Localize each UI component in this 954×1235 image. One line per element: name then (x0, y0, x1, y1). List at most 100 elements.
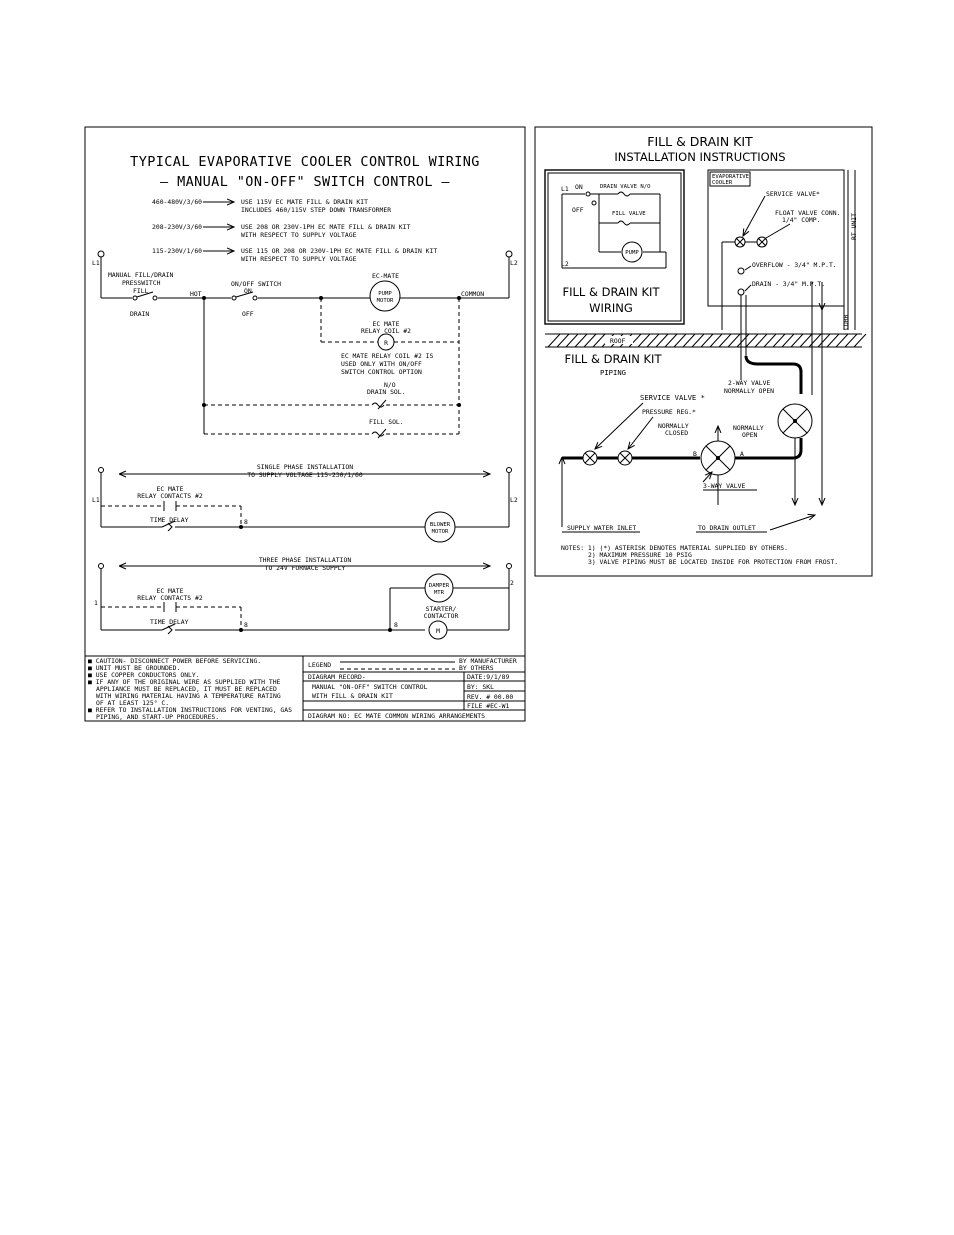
starter-label-2: CONTACTOR (424, 612, 459, 620)
diagram-record: DIAGRAM RECORD- (308, 673, 366, 681)
right-title: FILL & DRAIN KIT (647, 134, 753, 149)
presswitch-blade (136, 291, 154, 298)
title-file: FILE #EC-W1 (467, 702, 509, 710)
wiring-caption-1: FILL & DRAIN KIT (563, 285, 661, 299)
single-phase-l1-terminal (98, 467, 104, 473)
drain-sol-label-2: DRAIN SOL. (367, 388, 405, 396)
drain-leader (744, 284, 752, 292)
roof-hatching (547, 333, 867, 348)
single-phase-td-mark (167, 522, 173, 532)
blower-motor-label-1: BLOWER (430, 522, 451, 528)
drain-fitting-label: DRAIN - 3/4" M.P.T. (752, 280, 825, 288)
right-note-2: 2) MAXIMUM PRESSURE 10 PSIG (588, 551, 692, 559)
single-phase-l2: L2 (510, 496, 518, 504)
wiring-box-outer (544, 169, 685, 325)
coil-note-2: USED ONLY WITH ON/OFF (341, 360, 422, 368)
left-subtitle: — MANUAL "ON-OFF" SWITCH CONTROL — (160, 174, 450, 190)
presswitch-contact-b (152, 295, 158, 301)
voltage-notes: 460-480V/3/60 USE 115V EC MATE FILL & DR… (152, 198, 437, 263)
curb-label: CURB (842, 314, 850, 330)
two-way-valve-center (793, 419, 797, 423)
three-way-to-two-way (735, 438, 803, 460)
voltage-note-2-supply: 208-230V/3/60 (152, 223, 202, 231)
three-phase-terminal-8b: 8 (394, 621, 398, 629)
voltage-note-3-line1: USE 115 OR 208 OR 230V-1PH EC MATE FILL … (241, 247, 437, 255)
voltage-note-2-line1: USE 208 OR 230V-1PH EC MATE FILL & DRAIN… (241, 223, 410, 231)
presswitch-label-1: MANUAL FILL/DRAIN (108, 271, 174, 279)
normally-closed-1: NORMALLY (658, 422, 689, 430)
ec-mate-label: EC-MATE (372, 272, 399, 280)
voltage-note-1-supply: 460-480V/3/60 (152, 198, 202, 206)
right-subtitle: INSTALLATION INSTRUCTIONS (614, 150, 785, 164)
coil-note-3: SWITCH CONTROL OPTION (341, 368, 422, 376)
note-9: PIPING, AND START-UP PROCEDURES. (96, 713, 219, 721)
l2-label: L2 (510, 259, 518, 267)
note-3: ■ USE COPPER CONDUCTORS ONLY. (88, 671, 200, 679)
title-date: DATE:9/1/89 (467, 673, 509, 681)
three-phase-heading-2: TO 24V FURNACE SUPPLY (265, 564, 346, 572)
wiring-box-inner (547, 172, 682, 322)
note-4: ■ IF ANY OF THE ORIGINAL WIRE AS SUPPLIE… (88, 678, 281, 686)
two-way-label-1: 2-WAY VALVE (728, 379, 770, 387)
node-drain-left (202, 403, 206, 407)
cooler-service-valve: SERVICE VALVE* (766, 190, 820, 198)
wiring-caption-2: WIRING (589, 301, 633, 315)
title-diagram-no: DIAGRAM NO: EC MATE COMMON WIRING ARRANG… (308, 712, 485, 720)
note-2: ■ UNIT MUST BE GROUNDED. (88, 664, 180, 672)
cooler-box: EVAPORATIVE COOLER RT UNIT CURB SERVICE … (707, 169, 858, 330)
wiring-pump-symbol (621, 241, 643, 263)
single-phase-heading-2: TO SUPPLY VOLTAGE 115-230/1/60 (247, 471, 363, 479)
normally-closed-2: CLOSED (665, 429, 688, 437)
right-panel-border (534, 126, 873, 577)
pump-motor-symbol (369, 280, 401, 312)
piping-pressure-arrow (628, 416, 654, 449)
roof-label-bg (605, 336, 633, 344)
drain-sol-coil (371, 402, 385, 408)
right-panel: FILL & DRAIN KIT INSTALLATION INSTRUCTIO… (534, 126, 873, 577)
onoff-switch-label: ON/OFF SWITCH (231, 280, 281, 288)
three-way-leader (702, 472, 712, 483)
piping-caption-2: PIPING (600, 368, 626, 377)
normally-open-1: NORMALLY (733, 424, 764, 432)
cooler-float-valve-cross (757, 237, 767, 247)
left-panel: TYPICAL EVAPORATIVE COOLER CONTROL WIRIN… (84, 126, 526, 722)
three-phase-terminal-left (98, 563, 104, 569)
relay-coil-letter: R (384, 339, 388, 347)
left-panel-border (84, 126, 526, 722)
piping-service-valve: SERVICE VALVE * (640, 393, 705, 402)
wiring-l1: L1 (561, 185, 569, 193)
damper-motor-label-1: DAMPER (429, 583, 450, 589)
wiring-drain-valve: DRAIN VALVE N/O (600, 184, 651, 190)
two-way-label-2: NORMALLY OPEN (724, 387, 774, 395)
title-rev: REV. # 00.00 (467, 693, 513, 701)
normally-open-2: OPEN (742, 431, 758, 439)
three-phase-section: THREE PHASE INSTALLATION TO 24V FURNACE … (94, 556, 514, 640)
port-a: A (740, 450, 744, 458)
kit-piping: FILL & DRAIN KIT PIPING 2-WAY VALVE NORM… (562, 282, 822, 533)
right-note-3: 3) VALVE PIPING MUST BE LOCATED INSIDE F… (588, 558, 838, 566)
title-description-2: WITH FILL & DRAIN KIT (312, 692, 393, 700)
cooler-float-leader (765, 223, 791, 239)
port-b: B (693, 450, 697, 458)
cooler-service-arrow (743, 195, 766, 236)
single-phase-heading-1: SINGLE PHASE INSTALLATION (257, 463, 353, 471)
single-phase-relay-1: EC MATE (157, 485, 184, 493)
single-phase-l1: L1 (92, 496, 100, 504)
note-5: APPLIANCE MUST BE REPLACED, IT MUST BE R… (96, 685, 277, 693)
cooler-label-box (709, 171, 751, 187)
voltage-note-2-line2: WITH RESPECT TO SUPPLY VOLTAGE (241, 231, 357, 239)
title-description-1: MANUAL "ON-OFF" SWITCH CONTROL (312, 683, 428, 691)
three-phase-relay-2: RELAY CONTACTS #2 (137, 594, 203, 602)
voltage-note-3-line2: WITH RESPECT TO SUPPLY VOLTAGE (241, 255, 357, 263)
voltage-note-1-line1: USE 115V EC MATE FILL & DRAIN KIT (241, 198, 368, 206)
cooler-float-1: FLOAT VALVE CONN. (775, 209, 840, 217)
three-phase-td-mark (167, 625, 173, 635)
legend-by-others: BY OTHERS (459, 664, 494, 672)
l1-terminal (97, 250, 105, 258)
overflow-fitting (737, 267, 745, 275)
fill-sol-coil (371, 431, 385, 437)
presswitch-contact-a (132, 295, 138, 301)
single-phase-time-delay: TIME DELAY (150, 516, 189, 524)
three-phase-terminal-right (506, 563, 512, 569)
right-note-1: NOTES: 1) (*) ASTERISK DENOTES MATERIAL … (561, 544, 788, 552)
